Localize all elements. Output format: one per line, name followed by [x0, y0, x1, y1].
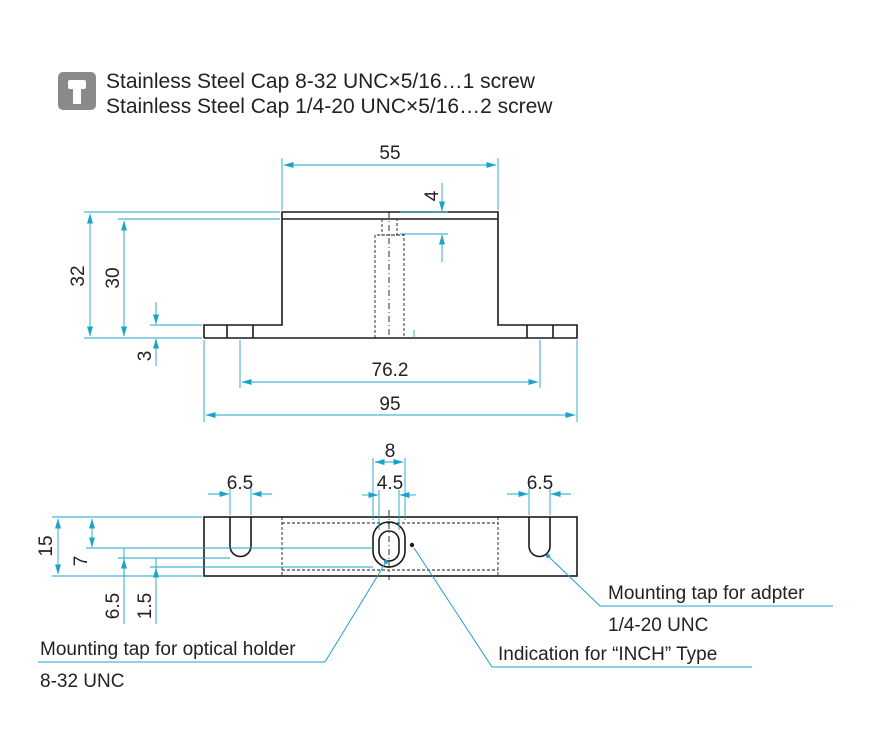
leader-inch — [413, 547, 752, 668]
front-outline — [203, 211, 578, 339]
annotations: Mounting tap for adpter 1/4-20 UNC Mount… — [38, 547, 833, 692]
center-slot-inner — [378, 530, 400, 562]
dim-7: 7 — [71, 556, 92, 567]
screw-icon — [58, 72, 96, 110]
dim-3: 3 — [135, 351, 156, 362]
left-slot — [229, 517, 252, 558]
dim-6-5-left: 6.5 — [227, 473, 253, 494]
header-line-2: Stainless Steel Cap 1/4-20 UNC×5/16…2 sc… — [106, 95, 553, 118]
dim-15: 15 — [36, 535, 57, 556]
note-optical-tap: Mounting tap for optical holder — [40, 639, 296, 660]
hidden-tap — [381, 219, 398, 236]
right-slot — [528, 517, 551, 558]
dim-95: 95 — [379, 394, 400, 415]
note-adapter-spec: 1/4-20 UNC — [608, 615, 708, 636]
note-inch: Indication for “INCH” Type — [498, 644, 717, 665]
dim-1-5-vert: 1.5 — [135, 593, 156, 619]
front-view — [203, 211, 578, 339]
dim-8: 8 — [385, 441, 396, 462]
dim-30: 30 — [103, 267, 124, 288]
top-dimensions: 8 4.5 6.5 6.5 15 7 6.5 1.5 — [36, 441, 571, 624]
dim-4-5: 4.5 — [377, 473, 403, 494]
front-dimensions: 55 4 32 30 3 76.2 95 — [68, 143, 578, 422]
note-adapter-tap: Mounting tap for adpter — [608, 583, 805, 604]
note-optical-spec: 8-32 UNC — [40, 671, 124, 692]
hidden-bore — [374, 234, 405, 338]
dim-55: 55 — [379, 143, 400, 164]
top-view — [203, 510, 578, 580]
leader-optical — [38, 561, 387, 663]
inch-indicator-dot — [409, 542, 415, 548]
dim-6-5-vert: 6.5 — [103, 593, 124, 619]
dim-76-2: 76.2 — [372, 360, 409, 381]
leader-adapter — [547, 555, 833, 607]
top-outline — [203, 516, 578, 577]
dim-4: 4 — [422, 190, 443, 201]
dim-6-5-right: 6.5 — [527, 473, 553, 494]
header-line-1: Stainless Steel Cap 8-32 UNC×5/16…1 scre… — [106, 70, 536, 93]
dim-32: 32 — [68, 265, 89, 286]
